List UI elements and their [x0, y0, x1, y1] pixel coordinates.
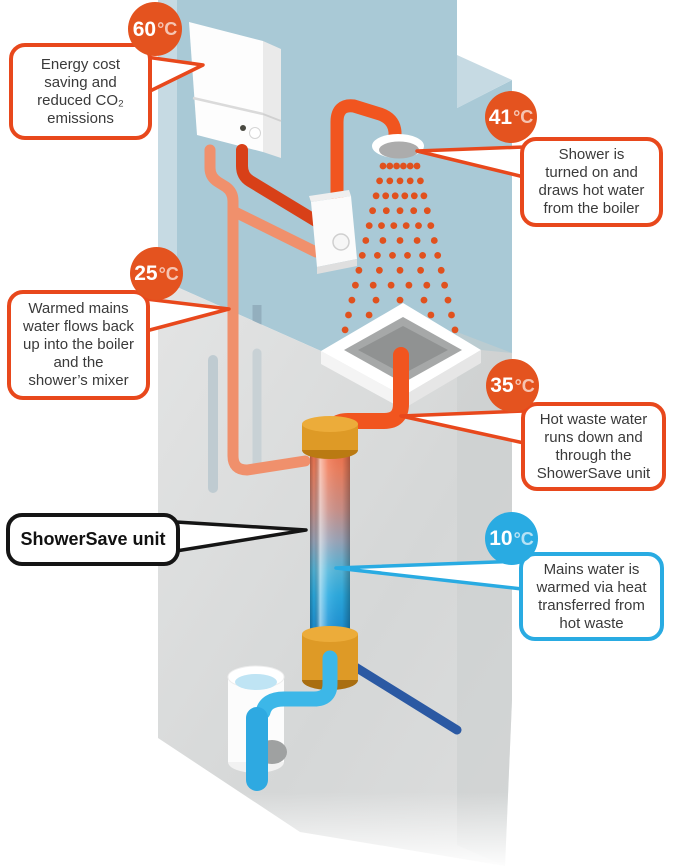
tray-edge-right	[403, 350, 481, 409]
brass-collar-top	[302, 416, 358, 459]
boiler-crease-side	[262, 113, 282, 122]
temp-badge-60c: 60°C	[128, 2, 182, 56]
boiler-feed-pipe	[236, 144, 322, 227]
boiler	[189, 22, 282, 158]
callout-text: Mains water is warmed via heat transferr…	[536, 560, 647, 632]
callout-text: Hot waste water runs down and through th…	[536, 410, 651, 482]
tray-edge-left	[321, 351, 403, 409]
temp-badge-41c: 41°C	[485, 91, 537, 143]
block-bottom-fade	[150, 792, 520, 866]
temp-badge-35c: 35°C	[486, 359, 539, 412]
temp-badge-25c: 25°C	[130, 247, 183, 300]
mixer-bottom-bevel	[317, 259, 357, 274]
badge-value: 10	[489, 527, 513, 550]
mixer-knob	[332, 233, 350, 251]
wall-corner-return	[457, 55, 512, 108]
warm-return-branch-to-mixer	[229, 206, 322, 258]
boiler-dial	[249, 127, 261, 139]
temp-badge-10c: 10°C	[485, 512, 538, 565]
callout-text: Warmed mains water flows back up into th…	[23, 300, 134, 389]
mixer-top-bevel	[309, 190, 351, 202]
badge-unit: °C	[513, 528, 534, 549]
badge-unit: °C	[513, 107, 534, 127]
unit-body-shading	[310, 445, 350, 660]
callout-text: Energy cost saving and reduced CO₂ emiss…	[37, 55, 124, 127]
badge-value: 41	[488, 105, 513, 129]
mixer-front	[311, 196, 357, 267]
shower-head-face	[379, 141, 419, 159]
label-text: ShowerSave unit	[20, 529, 166, 549]
boiler-side	[263, 41, 281, 158]
badge-unit: °C	[157, 19, 178, 39]
badge-value: 35	[490, 374, 514, 397]
badge-unit: °C	[514, 375, 535, 396]
showersave-unit	[310, 445, 350, 660]
collar-top-rim-upper	[302, 416, 358, 432]
shower-mixer	[309, 190, 357, 274]
badge-value: 25	[134, 262, 158, 285]
showersave-unit-label: ShowerSave unit	[6, 513, 180, 566]
boiler-crease	[192, 96, 264, 116]
badge-unit: °C	[158, 263, 179, 284]
badge-value: 60	[132, 17, 157, 41]
cold-outlet-pipe	[246, 650, 338, 791]
boiler-front	[189, 22, 263, 152]
callout-text: Shower is turned on and draws hot water …	[538, 146, 645, 217]
callout-hot-waste: Hot waste water runs down and through th…	[521, 402, 666, 491]
callout-shower-on: Shower is turned on and draws hot water …	[520, 137, 663, 227]
shower-head	[372, 134, 424, 159]
boiler-indicator	[240, 125, 246, 131]
warm-return-pipe	[204, 144, 322, 476]
callout-warmed-return: Warmed mains water flows back up into th…	[7, 290, 150, 400]
shower-supply-pipe	[330, 99, 402, 209]
warm-return-main	[204, 144, 311, 476]
trap-water-surface	[235, 674, 277, 690]
callout-mains-warmed: Mains water is warmed via heat transferr…	[519, 552, 664, 641]
callout-energy-saving: Energy cost saving and reduced CO₂ emiss…	[9, 43, 152, 140]
collar-bottom-rim-upper	[302, 626, 358, 642]
block-right-strip	[457, 332, 512, 866]
cold-outlet-bend	[255, 650, 338, 720]
